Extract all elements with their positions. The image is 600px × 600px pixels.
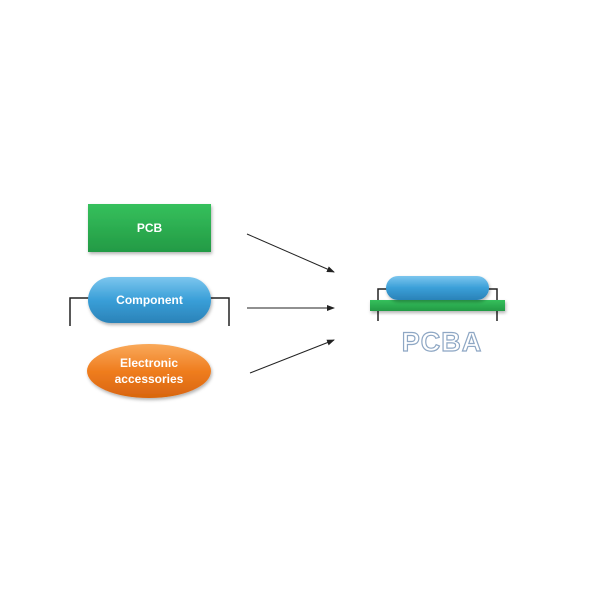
accessories-node: Electronic accessories (87, 344, 211, 398)
pcba-board (370, 300, 505, 311)
component-label: Component (116, 293, 183, 307)
accessories-label-line1: Electronic (120, 356, 178, 370)
arrow-accessories (249, 339, 335, 374)
pcb-node: PCB (88, 204, 211, 252)
pcb-label: PCB (137, 221, 163, 235)
component-lead-right (209, 297, 230, 326)
component-lead-left (69, 297, 90, 326)
pcb-box (88, 204, 211, 252)
pcba-assembly (370, 276, 505, 321)
component-node: Component (69, 277, 230, 326)
component-body (88, 277, 211, 323)
pcba-component (386, 276, 489, 300)
accessories-ellipse (87, 344, 211, 398)
pcba-label: PCBA (402, 327, 483, 357)
accessories-label-line2: accessories (115, 372, 184, 386)
arrow-pcb (246, 233, 335, 273)
